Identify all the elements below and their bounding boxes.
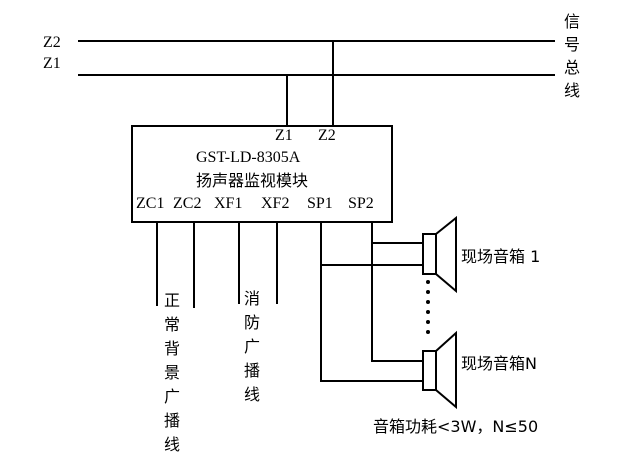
label-char: 防 (244, 313, 260, 332)
bus-title: 信 号 总 线 (564, 12, 580, 100)
module-terminals: ZC1 ZC2 XF1 XF2 SP1 SP2 (136, 195, 374, 212)
terminal-zc2: ZC2 (173, 195, 201, 212)
label-char: 播 (164, 411, 180, 430)
module-box (131, 125, 393, 223)
terminal-sp2: SP2 (348, 195, 374, 212)
label-char: 线 (244, 385, 260, 404)
module-input-z2: Z2 (318, 127, 336, 144)
label-char: 正 (164, 291, 180, 310)
label-char: 线 (164, 435, 180, 454)
bus-title-char: 线 (564, 81, 580, 100)
label-char: 播 (244, 361, 260, 380)
terminal-sp1: SP1 (307, 195, 333, 212)
terminal-zc1: ZC1 (136, 195, 164, 212)
bus-label-z1: Z1 (43, 55, 61, 72)
wire-sp2 (371, 222, 423, 362)
terminal-xf2: XF2 (261, 195, 289, 212)
speaker-1-label: 现场音箱 1 (461, 247, 540, 266)
wire-sp1 (320, 222, 423, 382)
label-char: 常 (164, 315, 180, 334)
bus-label-z2: Z2 (43, 34, 61, 51)
module-name: 扬声器监视模块 (196, 171, 308, 190)
bus-title-char: 号 (564, 35, 580, 54)
label-char: 背 (164, 339, 180, 358)
label-char: 景 (164, 363, 180, 382)
label-char: 广 (164, 387, 180, 406)
speaker-1-icon (422, 215, 457, 294)
bus-title-char: 信 (564, 12, 580, 31)
label-char: 消 (244, 289, 260, 308)
speaker-n-icon (422, 330, 457, 410)
module-input-z1: Z1 (275, 127, 293, 144)
speaker-n-label: 现场音箱N (461, 354, 537, 373)
label-char: 广 (244, 337, 260, 356)
module-model: GST-LD-8305A (196, 149, 301, 166)
speaker-power-note: 音箱功耗<3W，N≤50 (373, 417, 538, 436)
bus-title-char: 总 (564, 58, 580, 77)
ellipsis-dots (426, 280, 430, 334)
terminal-xf1: XF1 (214, 195, 242, 212)
normal-broadcast-label: 正 常 背 景 广 播 线 (164, 291, 180, 454)
signal-bus (78, 40, 555, 76)
fire-broadcast-label: 消 防 广 播 线 (244, 289, 260, 404)
